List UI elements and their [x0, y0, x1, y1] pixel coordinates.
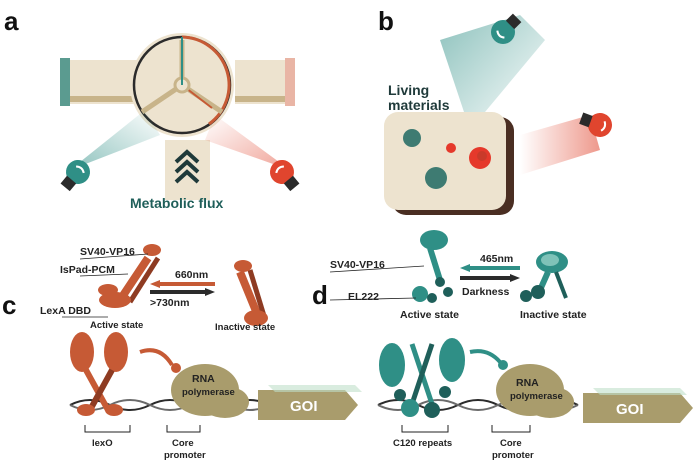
c-goi-arrow	[258, 385, 362, 420]
panel-letter-b: b	[378, 6, 394, 36]
c-dimer-bound	[70, 332, 181, 416]
d-active-state-label: Active state	[400, 309, 459, 321]
d-inactive-state-label: Inactive state	[520, 309, 587, 321]
panel-c-protein-inactive	[234, 260, 268, 326]
d-goi-label: GOI	[616, 401, 644, 418]
c-switch-arrows	[150, 280, 215, 296]
red-light-bulb-icon	[579, 112, 612, 137]
panel-c-protein-active	[98, 244, 161, 308]
d-promoter-label-line1: Core	[500, 438, 522, 449]
living-materials-label-line2: materials	[388, 97, 450, 113]
d-promoter-label-line2: promoter	[492, 450, 534, 461]
d-switch-arrows	[460, 264, 520, 282]
teal-light-bulb-icon	[60, 160, 90, 192]
living-materials-label-line1: Living	[388, 82, 429, 98]
d-rna-label-line2: polymerase	[510, 391, 563, 402]
d-dimer-bound	[379, 338, 508, 418]
c-inactive-state-label: Inactive state	[215, 322, 275, 333]
d-rna-label-line1: RNA	[516, 377, 539, 389]
c-goi-label: GOI	[290, 398, 318, 415]
c-rna-label-line1: RNA	[192, 373, 215, 385]
panel-letter-a: a	[4, 6, 19, 36]
panel-b-living-materials	[384, 13, 612, 215]
d-operator-label: C120 repeats	[393, 438, 452, 449]
c-dbd-label: LexA DBD	[40, 305, 91, 317]
panel-d-protein-inactive	[520, 251, 568, 302]
d-el222-label: EL222	[348, 291, 379, 303]
c-operator-label: lexO	[92, 438, 113, 449]
metabolic-flux-label: Metabolic flux	[130, 195, 224, 211]
d-wl-forward-label: 465nm	[480, 253, 513, 265]
pink-outlet-cap	[285, 58, 295, 106]
dark-teal-cell	[425, 167, 447, 189]
d-vp16-label: SV40-VP16	[330, 259, 385, 271]
c-pcm-label: IsPad-PCM	[60, 264, 115, 276]
d-wl-reverse-label: Darkness	[462, 286, 509, 298]
panel-a-valve-diagram	[60, 33, 300, 200]
teal-light-bulb-icon	[491, 13, 522, 44]
red-cell	[446, 143, 456, 153]
c-wl-reverse-label: >730nm	[150, 297, 189, 309]
c-wl-forward-label: 660nm	[175, 269, 208, 281]
teal-cell	[403, 129, 421, 147]
c-rna-label-line2: polymerase	[182, 387, 235, 398]
d-goi-arrow	[583, 388, 693, 423]
panel-d-protein-active	[412, 230, 453, 303]
flux-chevrons	[174, 149, 200, 184]
c-vp16-label: SV40-VP16	[80, 246, 135, 258]
d-rna-polymerase	[496, 364, 574, 418]
panel-letter-d: d	[312, 280, 328, 310]
panel-letter-c: c	[2, 290, 16, 320]
c-rna-polymerase	[171, 364, 249, 418]
red-light-bulb-icon	[270, 160, 300, 192]
teal-inlet-cap	[60, 58, 70, 106]
c-promoter-label-line2: promoter	[164, 450, 206, 461]
c-active-state-label: Active state	[90, 320, 143, 331]
c-promoter-label-line1: Core	[172, 438, 194, 449]
